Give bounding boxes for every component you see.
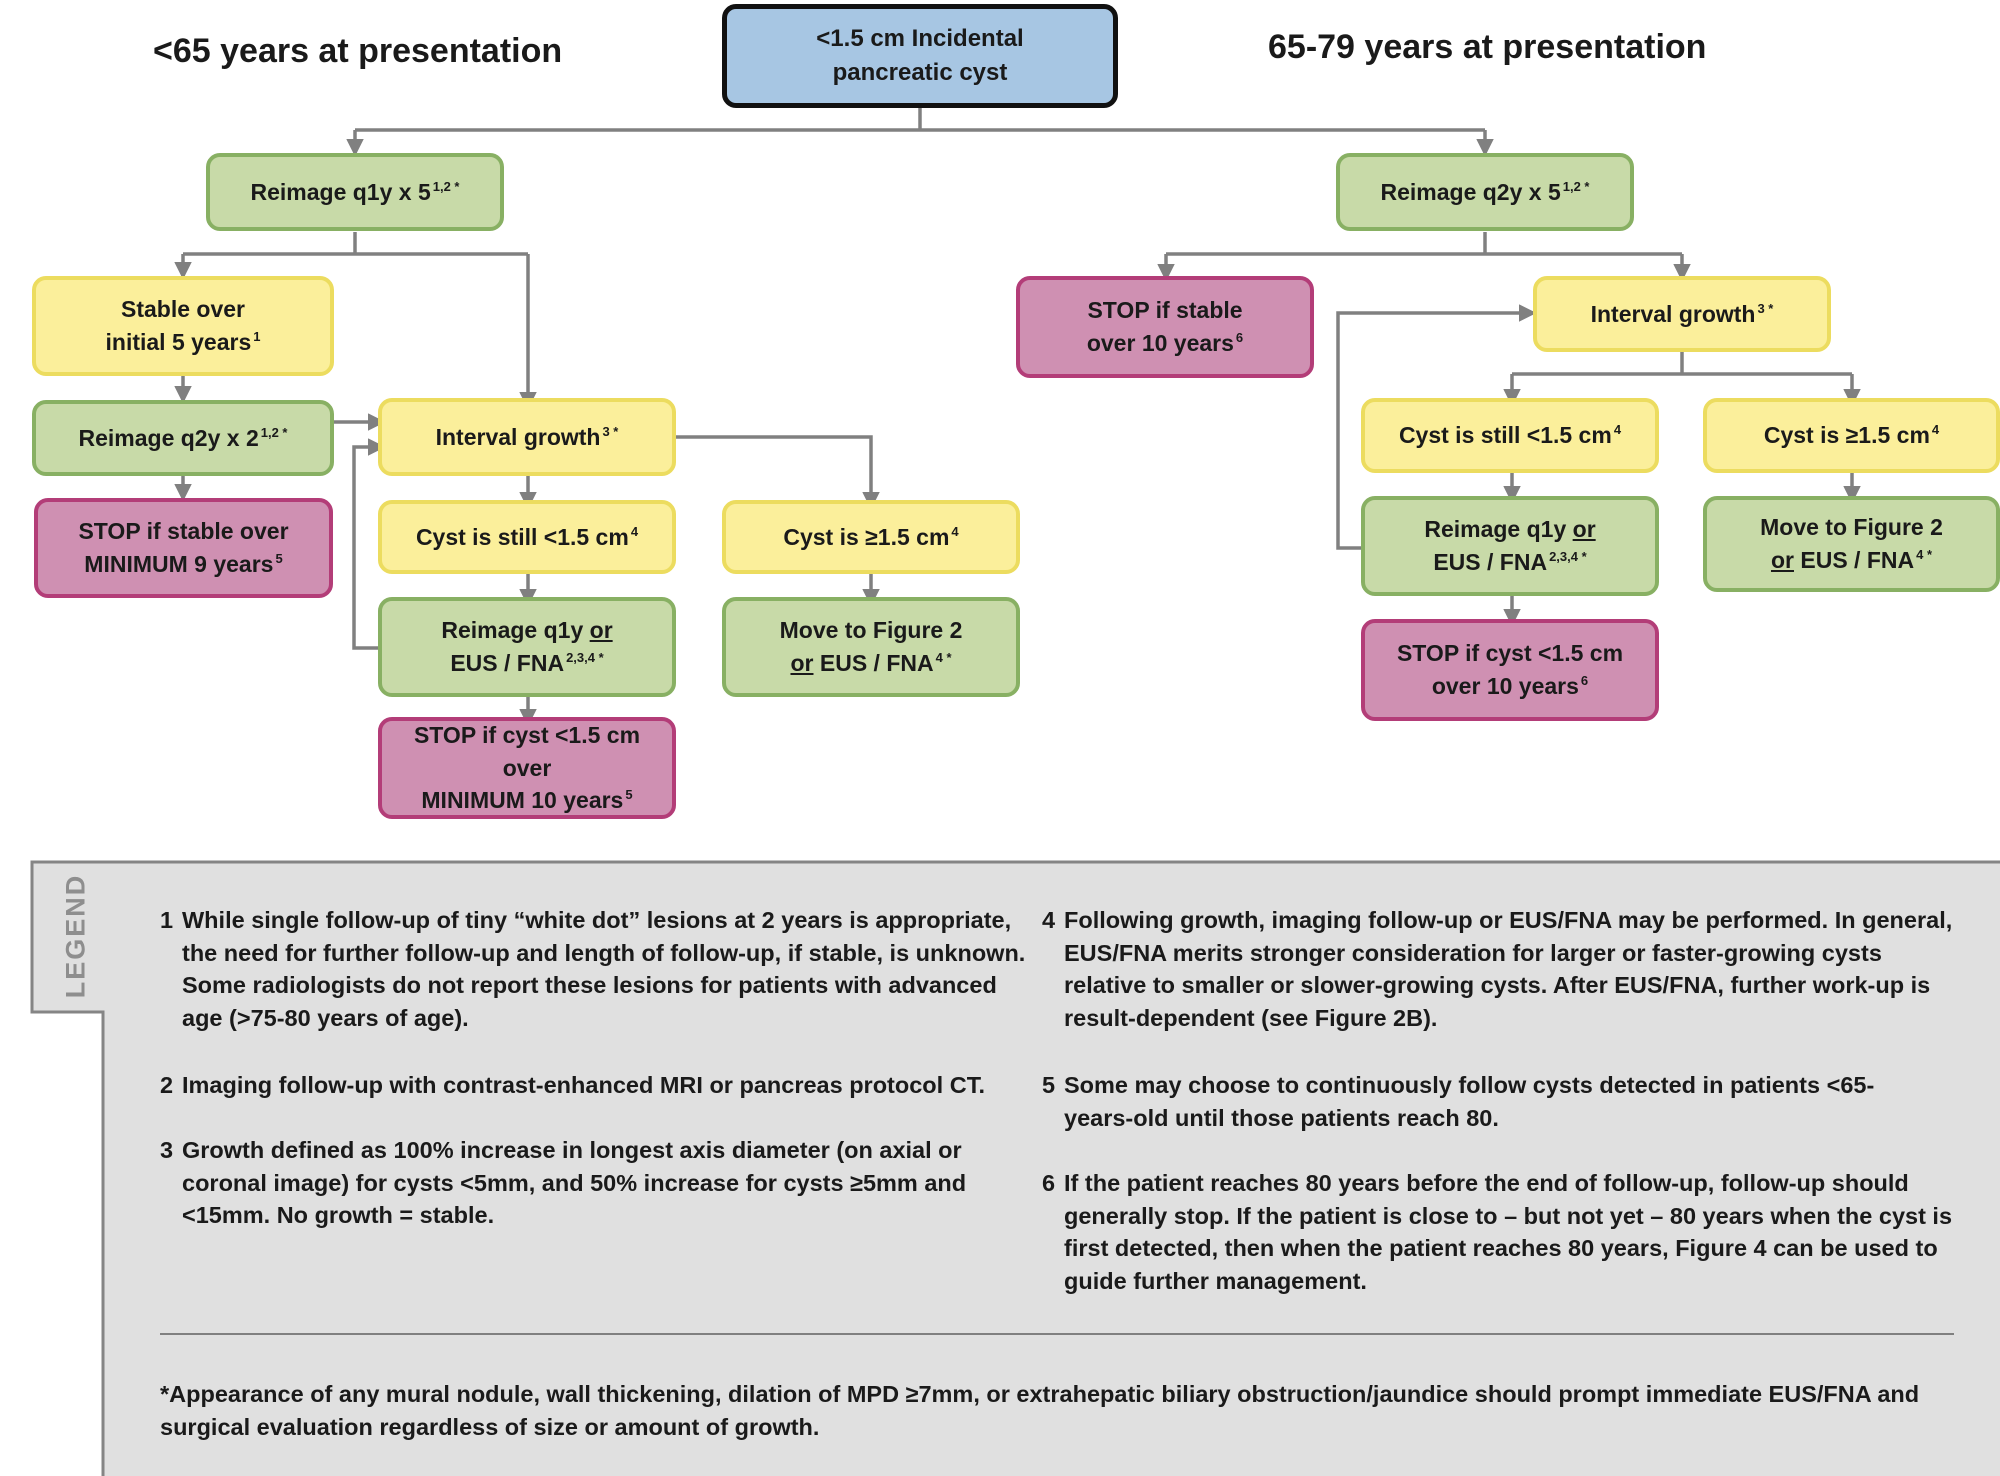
note-text: While single follow-up of tiny “white do…	[182, 907, 1026, 1031]
legend-divider	[160, 1333, 1954, 1335]
node-line: Move to Figure 2	[779, 617, 963, 644]
node-line: MINIMUM 9 years	[84, 551, 274, 577]
or-underlined: or	[1572, 516, 1596, 543]
note-number: 6	[1042, 1170, 1056, 1196]
connector-lines	[0, 108, 1861, 727]
note-text: Growth defined as 100% increase in longe…	[182, 1137, 967, 1228]
note-number: 3	[160, 1137, 174, 1163]
node-text: Reimage q2y x 2	[78, 424, 259, 451]
or-underlined: or	[1770, 547, 1794, 573]
note-text: Some may choose to continuously follow c…	[1064, 1072, 1875, 1131]
footnote-ref: 2,3,4 *	[1549, 549, 1587, 564]
node-line: initial 5 years	[105, 329, 252, 355]
node-line: STOP if stable	[1087, 297, 1243, 324]
footnote-ref: 6	[1580, 673, 1589, 688]
footnote-ref: 3 *	[602, 423, 619, 439]
node-line: over 10 years	[1431, 673, 1579, 699]
footnote-ref: 1,2 *	[1562, 178, 1590, 194]
note-number: 2	[160, 1072, 174, 1098]
footnote-ref: 4 *	[935, 650, 952, 665]
footnote-ref: 4	[630, 523, 639, 539]
node-line: MINIMUM 10 years	[421, 787, 624, 814]
node-text: Reimage q2y x 5	[1380, 178, 1561, 205]
legend-note-2: 2 Imaging follow-up with contrast-enhanc…	[160, 1069, 1030, 1102]
node-text: Cyst is still <1.5 cm	[415, 523, 629, 550]
legend-title-text: LEGEND	[60, 873, 91, 999]
node-line: EUS / FNA	[813, 650, 934, 676]
right-age-header: 65-79 years at presentation	[1268, 28, 1707, 66]
legend-note-3: 3 Growth defined as 100% increase in lon…	[160, 1134, 980, 1232]
node-line: Stable over	[120, 296, 245, 323]
footnote-ref: 2,3,4 *	[566, 650, 604, 665]
footnote-ref: 4	[951, 523, 959, 539]
note-number: 4	[1042, 907, 1056, 933]
node-text: Cyst is still <1.5 cm	[1398, 422, 1612, 449]
legend-footnote: *Appearance of any mural nodule, wall th…	[160, 1381, 1920, 1440]
footnote-ref: 6	[1235, 330, 1244, 345]
footnote-ref: 3 *	[1757, 300, 1774, 316]
footnote-ref: 1,2 *	[260, 424, 288, 440]
footnote-ref: 1,2 *	[432, 178, 460, 194]
node-line: EUS / FNA	[450, 650, 565, 676]
node-line: STOP if cyst <1.5 cm over	[413, 722, 641, 781]
legend-note-6: 6 If the patient reaches 80 years before…	[1042, 1167, 1962, 1297]
node-text: Cyst is ≥1.5 cm	[1763, 422, 1930, 449]
node-line: STOP if stable over	[78, 518, 289, 545]
node-line: EUS / FNA	[1433, 549, 1548, 575]
footnote-ref: 4	[1613, 422, 1622, 438]
node-line: pancreatic cyst	[832, 59, 1008, 86]
node-line: over 10 years	[1086, 330, 1234, 356]
left-age-header: <65 years at presentation	[153, 32, 563, 70]
node-line: Reimage q1y	[441, 617, 590, 644]
node-line: STOP if cyst <1.5 cm	[1396, 640, 1624, 667]
footnote-ref: 5	[625, 787, 633, 803]
legend-title: LEGEND	[61, 874, 91, 999]
footnote-ref: 4	[1931, 422, 1940, 438]
node-text: Interval growth	[435, 423, 601, 450]
node-text: Reimage q1y x 5	[250, 178, 431, 205]
note-number: 5	[1042, 1072, 1056, 1098]
node-line: EUS / FNA	[1793, 547, 1915, 573]
footnote-ref: 4 *	[1916, 547, 1933, 562]
footnote-ref: 1	[253, 329, 261, 344]
legend-note-1: 1 While single follow-up of tiny “white …	[160, 904, 1030, 1034]
legend-note-4: 4 Following growth, imaging follow-up or…	[1042, 904, 1962, 1034]
node-text: Interval growth	[1590, 300, 1756, 327]
node-line: <1.5 cm Incidental	[816, 24, 1024, 52]
footnote-ref: 5	[275, 551, 283, 566]
node-line: Reimage q1y	[1424, 516, 1573, 543]
node-text: Cyst is ≥1.5 cm	[783, 523, 950, 550]
note-text: If the patient reaches 80 years before t…	[1064, 1170, 1953, 1294]
note-text: Following growth, imaging follow-up or E…	[1064, 907, 1953, 1031]
note-number: 1	[160, 907, 174, 933]
node-line: Move to Figure 2	[1760, 514, 1943, 541]
root-incidental-cyst-node: <1.5 cm Incidental pancreatic cyst	[722, 4, 1118, 108]
or-underlined: or	[790, 650, 814, 676]
legend-note-5: 5 Some may choose to continuously follow…	[1042, 1069, 1922, 1134]
or-underlined: or	[589, 617, 613, 644]
note-text: Imaging follow-up with contrast-enhanced…	[182, 1072, 985, 1098]
